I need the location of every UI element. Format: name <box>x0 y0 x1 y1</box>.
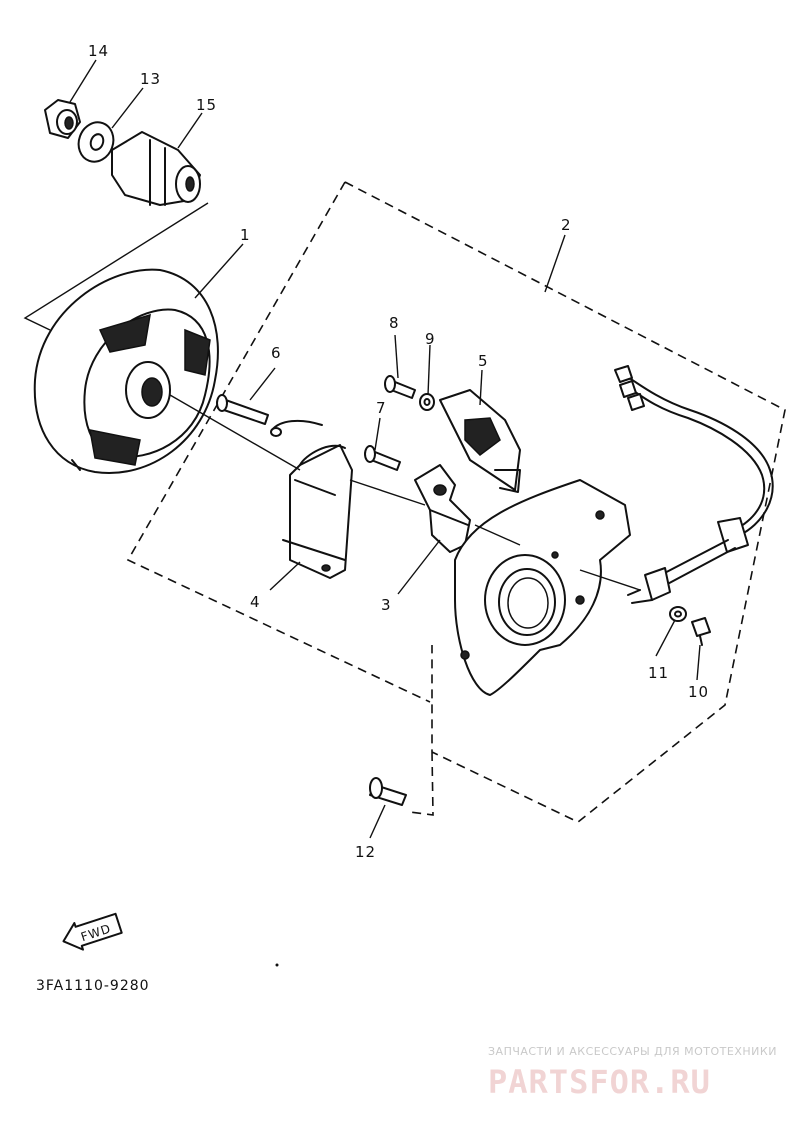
part-6-screw <box>216 394 269 425</box>
callout-5: 5 <box>478 352 489 370</box>
leader-lines <box>69 59 701 839</box>
part-8-screw <box>384 375 416 399</box>
callout-8: 8 <box>389 314 400 332</box>
callout-4: 4 <box>250 593 261 611</box>
watermark-tagline: ЗАПЧАСТИ И АКСЕССУАРЫ ДЛЯ МОТОТЕХНИКИ <box>488 1045 777 1058</box>
callout-12: 12 <box>355 843 376 861</box>
callout-13: 13 <box>140 70 161 88</box>
part-10-screw <box>691 617 711 646</box>
callout-15: 15 <box>196 96 217 114</box>
part-4-source-coil <box>270 419 353 579</box>
assembly-axis-line <box>169 394 641 591</box>
fwd-arrow: FWD <box>62 912 123 951</box>
part-2-stator-assembly <box>454 479 631 696</box>
part-14-nut <box>44 99 81 139</box>
part-3-pickup-coil <box>414 464 471 553</box>
callout-7: 7 <box>376 399 387 417</box>
part-12-screw <box>369 777 407 806</box>
leader-15-to-flywheel <box>23 202 209 331</box>
callout-3: 3 <box>381 596 392 614</box>
callout-1: 1 <box>240 226 251 244</box>
diagram-part-code: 3FA1110-9280 <box>36 978 150 994</box>
part-7-screw <box>364 445 401 471</box>
callout-labels: 14 13 15 1 2 6 8 9 5 7 4 3 11 10 12 <box>88 42 709 861</box>
part-9-washer <box>419 393 435 411</box>
callout-10: 10 <box>688 683 709 701</box>
part-15-boss <box>111 131 201 206</box>
wiring-harness <box>614 365 774 604</box>
callout-11: 11 <box>648 664 669 682</box>
stray-dot <box>275 963 279 967</box>
callout-9: 9 <box>425 330 436 348</box>
callout-2: 2 <box>561 216 572 234</box>
callout-14: 14 <box>88 42 109 60</box>
watermark-logo: PARTSFOR.RU <box>488 1063 711 1101</box>
part-5-contact-breaker <box>439 389 521 493</box>
assembly-boundary-dashed <box>126 181 786 823</box>
part-13-washer <box>77 121 115 163</box>
part-1-flywheel-rotor <box>33 268 219 474</box>
callout-6: 6 <box>271 344 282 362</box>
part-11-washer <box>669 606 687 622</box>
